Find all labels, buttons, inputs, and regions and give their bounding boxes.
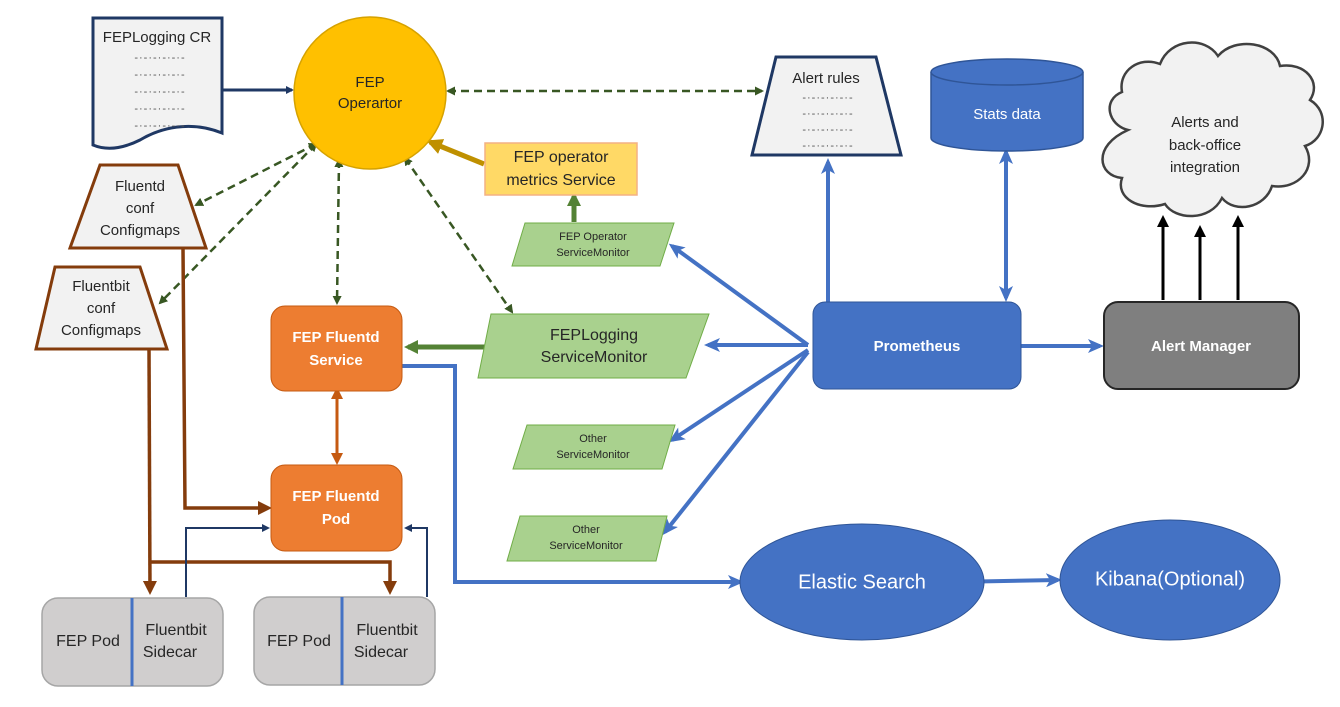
fluentbit-conf-line3: Configmaps [61, 322, 141, 339]
other-servicemonitor-node[interactable]: Other ServiceMonitor [512, 424, 676, 470]
elastic-search-node[interactable]: Elastic Search [739, 523, 985, 641]
alert-rules-placeholder-line: -·-·-·-·-·- [802, 92, 853, 104]
alert-rules-node[interactable]: Alert rules -·-·-·-·-·- -·-·-·-·-·- -·-·… [750, 55, 903, 157]
fluentbit-conf-line2: conf [87, 300, 116, 317]
arrow-metrics-service-to-operator [426, 139, 485, 167]
fep-operator-metrics-service-node[interactable]: FEP operator metrics Service [484, 142, 638, 196]
arrow-prometheus-to-other-servicemonitor-2 [662, 350, 810, 536]
other-servicemonitor-2-line1: Other [572, 524, 600, 536]
arrow-fluentd-service-to-elastic-search [402, 364, 744, 589]
arrow-sidecar-2-to-fluentd-pod [404, 524, 428, 597]
fep-operator-node[interactable]: FEP Operartor [293, 16, 447, 170]
alert-rules-placeholder-line: -·-·-·-·-·- [802, 124, 853, 136]
metrics-service-line2: metrics Service [506, 172, 615, 189]
sidecar-1-line2: Sidecar [143, 644, 198, 661]
arrow-sidecar-1-to-fluentd-pod [185, 524, 270, 597]
cr-placeholder-line: -·-·-·-·-·- [134, 120, 185, 132]
dashed-operator-to-feplogging-servicemonitor [403, 156, 514, 314]
feplogging-servicemonitor-line1: FEPLogging [550, 327, 638, 344]
cloud-line2: back-office [1169, 137, 1241, 154]
fep-pod-2-label: FEP Pod [267, 633, 331, 650]
cr-placeholder-line: -·-·-·-·-·- [134, 86, 185, 98]
fep-fluentd-pod-node[interactable]: FEP Fluentd Pod [270, 464, 403, 552]
connectors [142, 86, 1244, 597]
alert-rules-label: Alert rules [792, 70, 860, 87]
feplogging-servicemonitor-line2: ServiceMonitor [541, 349, 648, 366]
cloud-line3: integration [1170, 159, 1240, 176]
prometheus-node[interactable]: Prometheus [812, 301, 1022, 390]
elastic-search-label: Elastic Search [798, 571, 926, 593]
fluentd-conf-line3: Configmaps [100, 222, 180, 239]
stats-data-label: Stats data [973, 106, 1041, 123]
fluentd-pod-line1: FEP Fluentd [292, 488, 379, 505]
arrow-prometheus-to-operator-servicemonitor [668, 243, 810, 347]
fep-pod-with-sidecar-1[interactable]: FEP Pod Fluentbit Sidecar [41, 597, 224, 687]
fluentbit-conf-line1: Fluentbit [72, 278, 130, 295]
arrow-prometheus-to-other-servicemonitor-1 [668, 348, 810, 443]
fep-operator-label-line1: FEP [355, 74, 384, 91]
fep-fluentd-service-node[interactable]: FEP Fluentd Service [270, 305, 403, 392]
sidecar-2-line1: Fluentbit [356, 622, 418, 639]
operator-servicemonitor-line2: ServiceMonitor [556, 247, 630, 259]
feplogging-servicemonitor-node[interactable]: FEPLogging ServiceMonitor [477, 313, 710, 379]
alert-rules-placeholder-line: -·-·-·-·-·- [802, 108, 853, 120]
dashed-operator-to-fluentd-conf [194, 142, 318, 207]
prometheus-label: Prometheus [874, 338, 961, 355]
kibana-node[interactable]: Kibana(Optional) [1059, 519, 1281, 641]
arrow-fluentd-conf-to-fluentd-pod [181, 247, 272, 515]
feplogging-cr-document[interactable]: FEPLogging CR -·-·-·-·-·- -·-·-·-·-·- -·… [91, 16, 224, 150]
fep-operator-servicemonitor-node[interactable]: FEP Operator ServiceMonitor [511, 222, 675, 267]
alert-rules-placeholder-line: -·-·-·-·-·- [802, 140, 853, 152]
cr-placeholder-line: -·-·-·-·-·- [134, 103, 185, 115]
stats-data-database[interactable]: Stats data [930, 58, 1084, 152]
fep-operator-label-line2: Operartor [338, 95, 402, 112]
sidecar-2-line2: Sidecar [354, 644, 409, 661]
fluentd-pod-line2: Pod [322, 511, 350, 528]
alert-manager-node[interactable]: Alert Manager [1103, 301, 1300, 390]
cr-placeholder-line: -·-·-·-·-·- [134, 52, 185, 64]
fluentd-conf-configmaps-node[interactable]: Fluentd conf Configmaps [67, 163, 209, 250]
arrow-fluentbit-conf-to-pod-2 [150, 560, 397, 595]
other-servicemonitor-1-line1: Other [579, 433, 607, 445]
fluentbit-conf-configmaps-node[interactable]: Fluentbit conf Configmaps [34, 265, 170, 351]
cloud-line1: Alerts and [1171, 114, 1239, 131]
kibana-label: Kibana(Optional) [1095, 568, 1245, 590]
dashed-operator-to-fluentd-service [332, 158, 344, 305]
metrics-service-line1: FEP operator [514, 149, 610, 166]
fep-pod-with-sidecar-2[interactable]: FEP Pod Fluentbit Sidecar [253, 596, 436, 686]
operator-servicemonitor-line1: FEP Operator [559, 231, 627, 243]
other-servicemonitor-2-line2: ServiceMonitor [549, 540, 623, 552]
other-servicemonitor-1-line2: ServiceMonitor [556, 449, 630, 461]
arrow-fluentbit-conf-to-pod-1 [142, 347, 157, 595]
other-servicemonitor-node[interactable]: Other ServiceMonitor [506, 515, 668, 562]
sidecar-1-line1: Fluentbit [145, 622, 207, 639]
fep-pod-1-label: FEP Pod [56, 633, 120, 650]
fluentd-conf-line1: Fluentd [115, 178, 165, 195]
dashed-operator-to-fluentbit-conf [158, 142, 318, 305]
fluentd-service-line1: FEP Fluentd [292, 329, 379, 346]
fluentd-conf-line2: conf [126, 200, 155, 217]
alert-manager-label: Alert Manager [1151, 338, 1251, 355]
cr-placeholder-line: -·-·-·-·-·- [134, 69, 185, 81]
fluentd-service-line2: Service [309, 352, 362, 369]
alerts-backoffice-cloud[interactable]: Alerts and back-office integration [1101, 41, 1324, 218]
feplogging-cr-label: FEPLogging CR [103, 29, 212, 46]
